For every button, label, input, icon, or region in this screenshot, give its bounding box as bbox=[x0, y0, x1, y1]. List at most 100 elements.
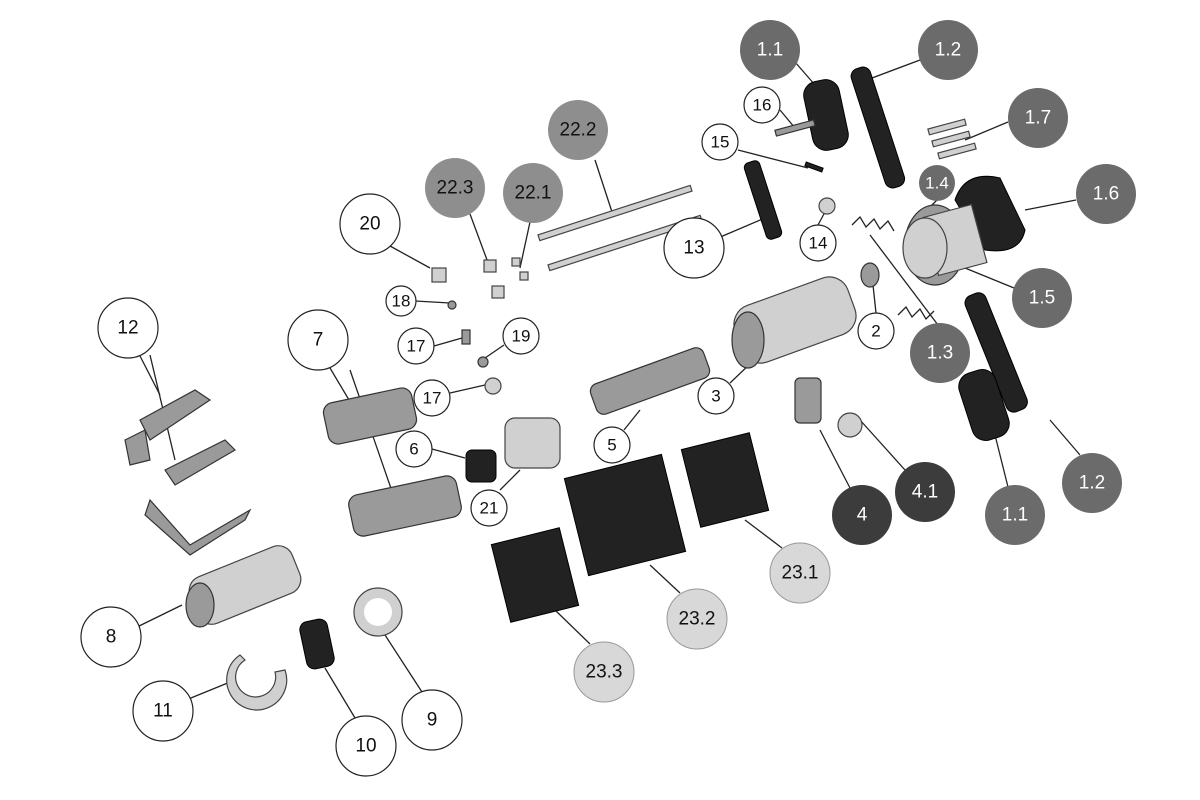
callout-1-6: 1.6 bbox=[1076, 164, 1136, 224]
leader-lines bbox=[134, 59, 1081, 719]
pin-15 bbox=[804, 161, 824, 173]
callout-3: 3 bbox=[697, 377, 735, 415]
nut-6 bbox=[465, 449, 497, 483]
svg-text:21: 21 bbox=[480, 499, 499, 518]
svg-text:3: 3 bbox=[711, 387, 720, 406]
svg-text:18: 18 bbox=[392, 292, 411, 311]
collar-9-hole bbox=[364, 598, 392, 626]
handle-bar-1-2-top bbox=[850, 66, 906, 189]
callout-10: 10 bbox=[335, 715, 397, 777]
cutter-5 bbox=[589, 347, 711, 415]
svg-text:1.6: 1.6 bbox=[1093, 184, 1119, 205]
svg-text:4.1: 4.1 bbox=[912, 482, 938, 503]
main-housing-3 bbox=[731, 276, 857, 369]
callout-17-bottom: 17 bbox=[413, 379, 451, 417]
cover-23-3 bbox=[490, 527, 580, 623]
handle-grip-1-1-bottom bbox=[958, 368, 1010, 442]
svg-text:1.1: 1.1 bbox=[757, 40, 783, 61]
callout-1-1-bottom: 1.1 bbox=[985, 485, 1045, 545]
callout-22-3: 22.3 bbox=[425, 158, 485, 218]
housing-8 bbox=[185, 545, 302, 628]
callout-16: 16 bbox=[743, 86, 781, 124]
valve-4 bbox=[794, 377, 863, 438]
callout-15: 15 bbox=[701, 123, 739, 161]
svg-text:4: 4 bbox=[857, 505, 868, 526]
callout-20: 20 bbox=[339, 193, 401, 255]
handle-grip-1-1-top bbox=[803, 79, 849, 151]
callout-1-4: 1.4 bbox=[919, 165, 955, 201]
svg-text:1.1: 1.1 bbox=[1002, 505, 1028, 526]
callout-23-2: 23.2 bbox=[666, 588, 728, 650]
callout-7: 7 bbox=[287, 309, 349, 371]
svg-text:20: 20 bbox=[359, 214, 380, 235]
callout-8: 8 bbox=[80, 606, 142, 668]
svg-text:1.2: 1.2 bbox=[1079, 473, 1105, 494]
svg-text:10: 10 bbox=[355, 736, 376, 757]
callout-1-3: 1.3 bbox=[910, 323, 970, 383]
callout-5: 5 bbox=[593, 426, 631, 464]
svg-text:17: 17 bbox=[407, 337, 426, 356]
pins-1-7 bbox=[927, 118, 977, 160]
ring-14 bbox=[818, 197, 836, 215]
callout-9: 9 bbox=[401, 689, 463, 751]
screw-18 bbox=[447, 300, 457, 310]
fitting-21 bbox=[504, 417, 561, 469]
svg-text:1.2: 1.2 bbox=[935, 40, 961, 61]
svg-text:9: 9 bbox=[427, 710, 438, 731]
svg-text:11: 11 bbox=[153, 701, 173, 722]
svg-text:2: 2 bbox=[871, 322, 880, 341]
svg-text:1.3: 1.3 bbox=[927, 343, 953, 364]
callout-6: 6 bbox=[395, 430, 433, 468]
svg-text:23.2: 23.2 bbox=[679, 609, 716, 630]
svg-text:5: 5 bbox=[607, 436, 616, 455]
parts bbox=[124, 66, 1028, 711]
svg-text:22.1: 22.1 bbox=[515, 183, 552, 204]
spring-17-top bbox=[461, 329, 471, 345]
pin-16 bbox=[774, 119, 816, 137]
ring-10 bbox=[299, 618, 335, 670]
motor-housing-1-5 bbox=[902, 203, 988, 286]
callout-22-1: 22.1 bbox=[503, 163, 563, 223]
spring-1-3-bottom bbox=[897, 305, 935, 321]
callout-12: 12 bbox=[97, 297, 159, 359]
svg-text:23.1: 23.1 bbox=[782, 563, 819, 584]
cover-23-1 bbox=[680, 432, 770, 528]
callout-11: 11 bbox=[132, 680, 194, 742]
washer-17-bottom bbox=[484, 377, 502, 395]
callout-1-2-top: 1.2 bbox=[918, 20, 978, 80]
svg-text:17: 17 bbox=[423, 389, 442, 408]
callout-2: 2 bbox=[857, 312, 895, 350]
fork-12 bbox=[124, 389, 252, 556]
spring-1-3-top bbox=[851, 215, 895, 232]
svg-text:19: 19 bbox=[512, 327, 531, 346]
callout-23-3: 23.3 bbox=[573, 641, 635, 703]
callout-4: 4 bbox=[832, 485, 892, 545]
d-handle-1-6 bbox=[954, 175, 1026, 252]
svg-text:16: 16 bbox=[753, 96, 772, 115]
handle-bar-1-2-bottom bbox=[964, 292, 1028, 413]
svg-text:22.3: 22.3 bbox=[437, 178, 474, 199]
callout-1-7: 1.7 bbox=[1008, 88, 1068, 148]
plug-2 bbox=[860, 262, 880, 288]
svg-text:6: 6 bbox=[409, 440, 418, 459]
callout-4-1: 4.1 bbox=[895, 462, 955, 522]
tube-7-top bbox=[322, 387, 418, 445]
nut-19 bbox=[477, 356, 489, 368]
svg-text:14: 14 bbox=[809, 234, 828, 253]
callout-23-1: 23.1 bbox=[769, 542, 831, 604]
cover-23-2 bbox=[563, 453, 687, 577]
tube-7-bottom bbox=[348, 475, 462, 537]
svg-text:12: 12 bbox=[117, 318, 138, 339]
callout-22-2: 22.2 bbox=[548, 100, 608, 160]
shaft-13 bbox=[743, 160, 783, 240]
svg-text:13: 13 bbox=[683, 238, 704, 259]
callout-1-2-bottom: 1.2 bbox=[1062, 453, 1122, 513]
svg-text:7: 7 bbox=[313, 330, 324, 351]
svg-text:1.7: 1.7 bbox=[1025, 108, 1051, 129]
svg-text:1.4: 1.4 bbox=[925, 174, 949, 193]
svg-text:23.3: 23.3 bbox=[586, 662, 623, 683]
svg-text:15: 15 bbox=[711, 133, 730, 152]
callout-21: 21 bbox=[470, 489, 508, 527]
callout-13: 13 bbox=[663, 217, 725, 279]
